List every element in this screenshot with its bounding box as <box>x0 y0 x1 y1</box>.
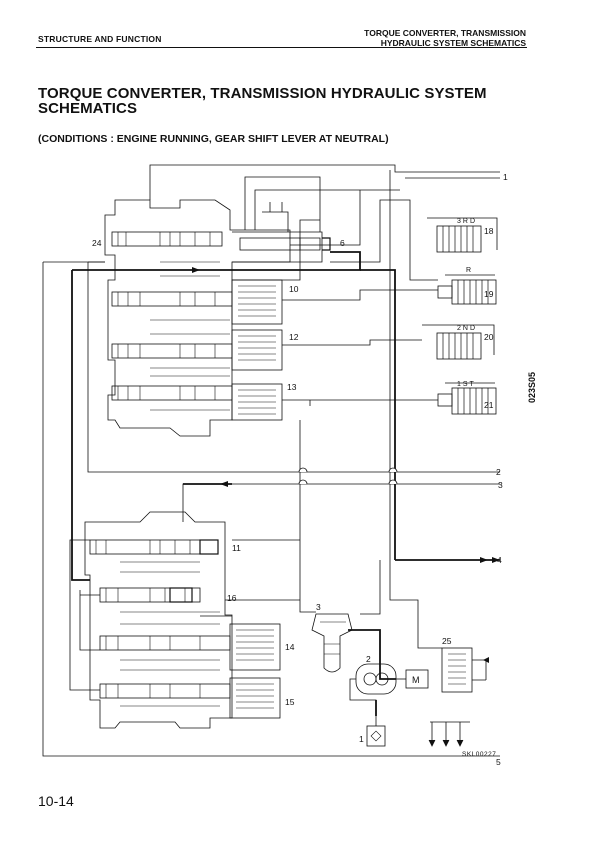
gear-label-r: R <box>466 267 471 274</box>
header-title-line1: TORQUE CONVERTER, TRANSMISSION <box>364 28 526 38</box>
pump-label: 2 <box>366 654 371 664</box>
motor-label: M <box>412 675 420 685</box>
line-label-2: 2 <box>496 467 501 477</box>
figure-code: 023S05 <box>527 371 537 403</box>
strainer-label: 1 <box>359 734 364 744</box>
filter-label: 3 <box>316 602 321 612</box>
section-header: STRUCTURE AND FUNCTION <box>38 34 162 44</box>
valve-label-24: 24 <box>92 238 102 248</box>
solenoid-valve-13 <box>231 383 283 421</box>
page-title: TORQUE CONVERTER, TRANSMISSION HYDRAULIC… <box>38 85 487 117</box>
upper-valve-body <box>104 199 291 437</box>
valve-label-12: 12 <box>289 332 299 342</box>
spool-upper-1 <box>111 231 223 247</box>
valve-label-11: 11 <box>232 543 241 553</box>
line-label-5: 5 <box>496 757 501 767</box>
solenoid-valve-14 <box>229 623 281 671</box>
spool-upper-2 <box>111 291 233 307</box>
oil-filter <box>311 613 353 673</box>
strainer <box>366 716 386 747</box>
gear-label-1st: 1ST <box>457 381 476 388</box>
valve-label-15: 15 <box>285 697 295 707</box>
spool-lower-3 <box>99 635 231 651</box>
solenoid-valve-10 <box>231 279 283 325</box>
clutch-label-19: 19 <box>484 289 494 299</box>
valve-label-10: 10 <box>289 284 299 294</box>
clutch-3rd <box>427 217 498 253</box>
spool-lower-1 <box>89 539 201 555</box>
gear-label-2nd: 2ND <box>457 325 477 332</box>
spool-lower-4 <box>99 683 231 699</box>
clutch-2nd <box>422 324 495 360</box>
gear-label-3rd: 3RD <box>457 218 477 225</box>
line-label-1: 1 <box>503 172 508 182</box>
clutch-r <box>437 274 497 305</box>
drain-arrows <box>428 721 470 747</box>
clutch-label-21: 21 <box>484 400 494 410</box>
header-title-line2: HYDRAULIC SYSTEM SCHEMATICS <box>380 38 526 48</box>
line-label-4: 4 <box>497 555 502 565</box>
clutch-label-20: 20 <box>484 332 494 342</box>
oil-cooler <box>441 647 487 693</box>
page-number: 10-14 <box>38 793 74 809</box>
line-label-3: 3 <box>498 480 503 490</box>
solenoid-valve-12 <box>231 329 283 371</box>
valve-label-14: 14 <box>285 642 295 652</box>
cooler-label: 25 <box>442 636 452 646</box>
drawing-reference: SKL00227 <box>462 751 497 758</box>
header-rule <box>36 47 527 48</box>
valve-6-body <box>232 231 323 263</box>
valve-6-spool <box>239 237 301 251</box>
conditions-subtitle: (CONDITIONS : ENGINE RUNNING, GEAR SHIFT… <box>38 133 389 145</box>
lower-valve-body <box>84 511 233 729</box>
clutch-label-18: 18 <box>484 226 494 236</box>
spool-upper-3 <box>111 343 233 359</box>
valve-label-6: 6 <box>340 238 345 248</box>
page-header-title: TORQUE CONVERTER, TRANSMISSION HYDRAULIC… <box>364 28 526 48</box>
valve-label-16: 16 <box>227 593 237 603</box>
solenoid-valve-15 <box>229 677 281 719</box>
spool-upper-4 <box>111 385 233 401</box>
valve-label-13: 13 <box>287 382 297 392</box>
